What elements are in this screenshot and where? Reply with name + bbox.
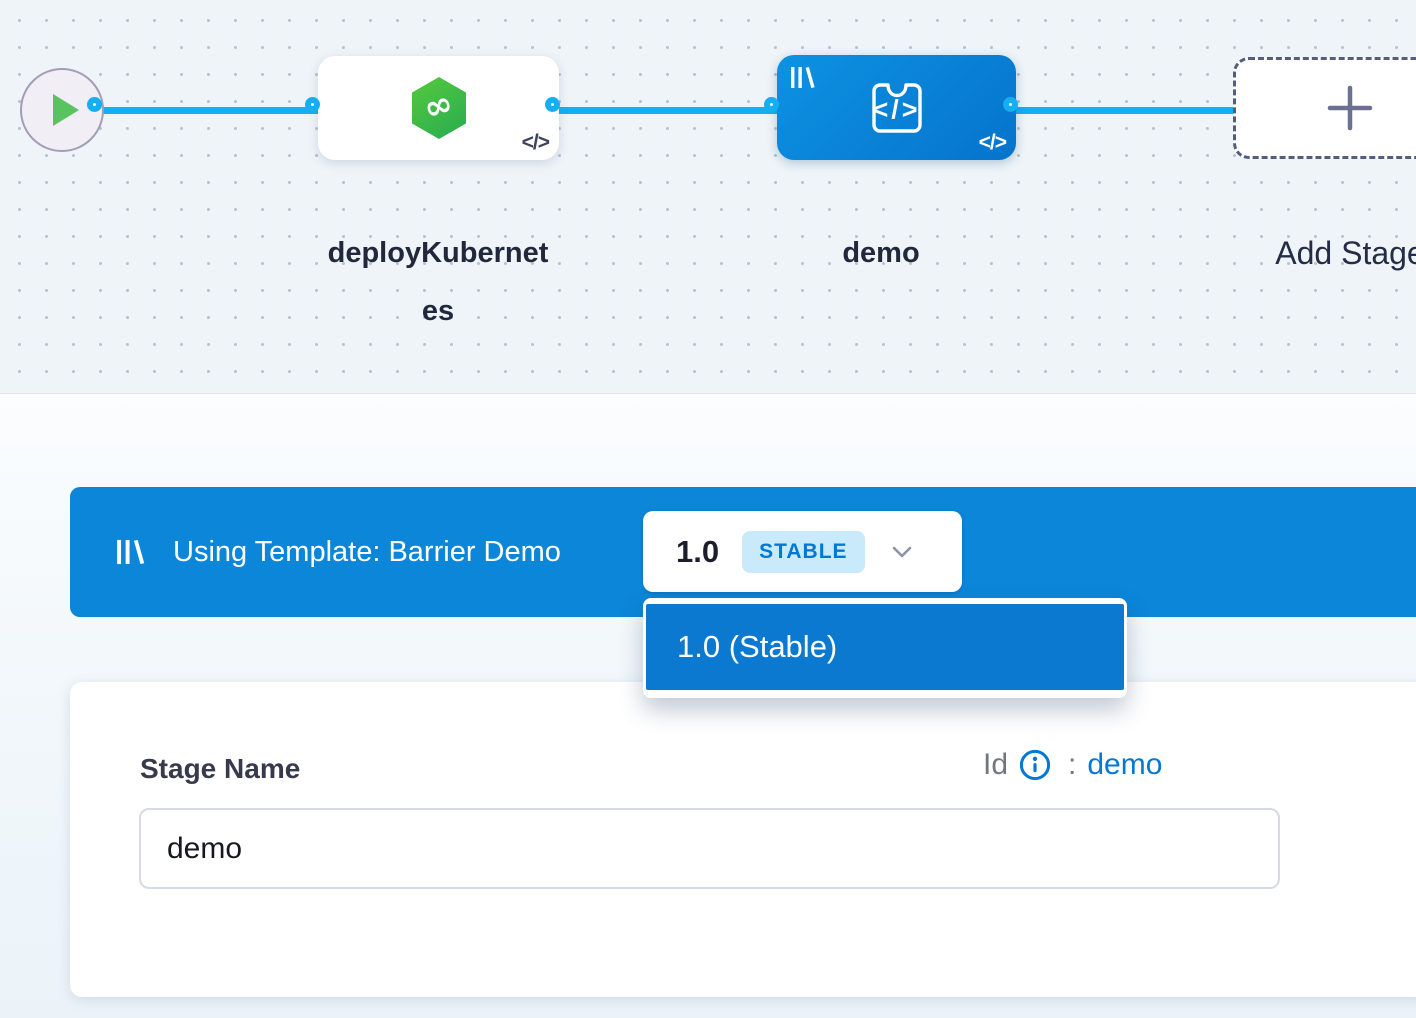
yaml-code-badge-icon[interactable]: </> bbox=[521, 131, 550, 154]
chevron-down-icon bbox=[892, 546, 912, 558]
node-port[interactable] bbox=[1002, 96, 1018, 112]
stable-badge: STABLE bbox=[742, 530, 865, 573]
stage-overview-card: Stage Name Id : demo bbox=[70, 682, 1416, 997]
add-stage-label[interactable]: Add Stage bbox=[1275, 235, 1416, 271]
code-glyph: </> bbox=[872, 94, 921, 125]
play-icon bbox=[53, 94, 79, 126]
connector-line bbox=[100, 106, 1240, 114]
info-icon[interactable] bbox=[1019, 749, 1051, 781]
version-value: 1.0 bbox=[676, 533, 720, 569]
id-separator: : bbox=[1068, 748, 1077, 781]
node-port[interactable] bbox=[86, 96, 102, 112]
stage-node-demo[interactable]: </> </> bbox=[777, 55, 1016, 160]
stage-label-deploykubernetes[interactable]: deployKubernetes bbox=[327, 237, 549, 327]
node-port[interactable] bbox=[544, 96, 560, 112]
using-template-text: Using Template: Barrier Demo bbox=[173, 535, 561, 568]
custom-stage-icon: </> bbox=[862, 79, 932, 137]
template-library-icon bbox=[791, 67, 815, 88]
stage-node-deploykubernetes[interactable]: ∞ </> bbox=[318, 56, 559, 160]
template-library-icon bbox=[117, 539, 145, 565]
version-option-1-0-stable[interactable]: 1.0 (Stable) bbox=[646, 604, 1124, 690]
stage-id-row: Id : demo bbox=[983, 748, 1162, 782]
stage-id-value-link[interactable]: demo bbox=[1087, 748, 1163, 781]
plus-icon bbox=[1327, 85, 1373, 131]
node-port[interactable] bbox=[763, 96, 779, 112]
template-version-selector[interactable]: 1.0 STABLE bbox=[643, 511, 962, 592]
using-template-banner: Using Template: Barrier Demo bbox=[70, 487, 1416, 617]
pipeline-canvas[interactable]: ∞ </> </> </> d bbox=[0, 0, 1416, 394]
version-dropdown-menu: 1.0 (Stable) bbox=[643, 598, 1127, 698]
yaml-code-badge-icon[interactable]: </> bbox=[978, 131, 1007, 154]
node-port[interactable] bbox=[304, 96, 320, 112]
stage-name-label: Stage Name bbox=[140, 753, 301, 784]
kubernetes-deploy-hexagon-icon: ∞ bbox=[411, 77, 466, 139]
stage-label-demo[interactable]: demo bbox=[842, 237, 920, 269]
stage-name-input[interactable] bbox=[139, 808, 1280, 889]
id-label: Id bbox=[983, 748, 1009, 781]
add-stage-button[interactable] bbox=[1233, 57, 1416, 159]
